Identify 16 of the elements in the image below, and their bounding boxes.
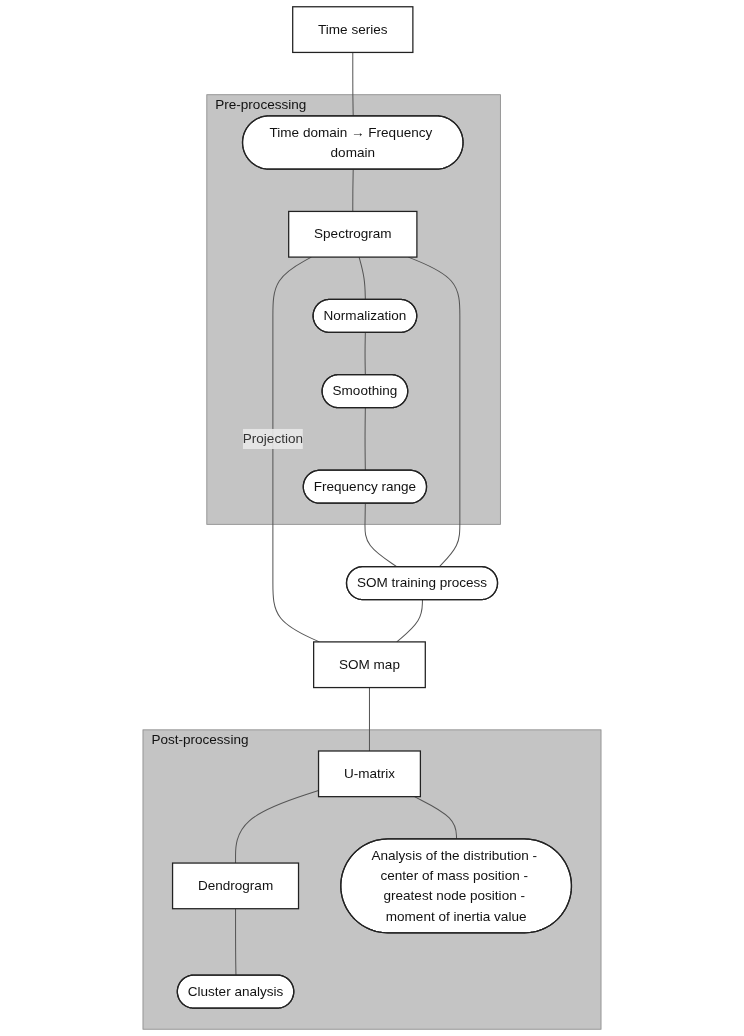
connector xyxy=(358,256,366,301)
connector xyxy=(364,503,398,568)
node-box: Spectrogram xyxy=(288,210,418,258)
connector xyxy=(364,407,366,472)
node-box: Time series xyxy=(292,6,414,54)
connector xyxy=(368,687,370,752)
connector xyxy=(364,332,366,376)
node-box: U-matrix xyxy=(317,750,422,798)
node-box: SOM map xyxy=(313,641,426,689)
connector xyxy=(235,908,237,977)
connector xyxy=(352,51,354,117)
node-box: Dendrogram xyxy=(171,862,300,910)
connector xyxy=(413,796,458,840)
edge-label: Projection xyxy=(242,431,303,446)
connector xyxy=(352,169,354,212)
connector xyxy=(396,599,423,643)
